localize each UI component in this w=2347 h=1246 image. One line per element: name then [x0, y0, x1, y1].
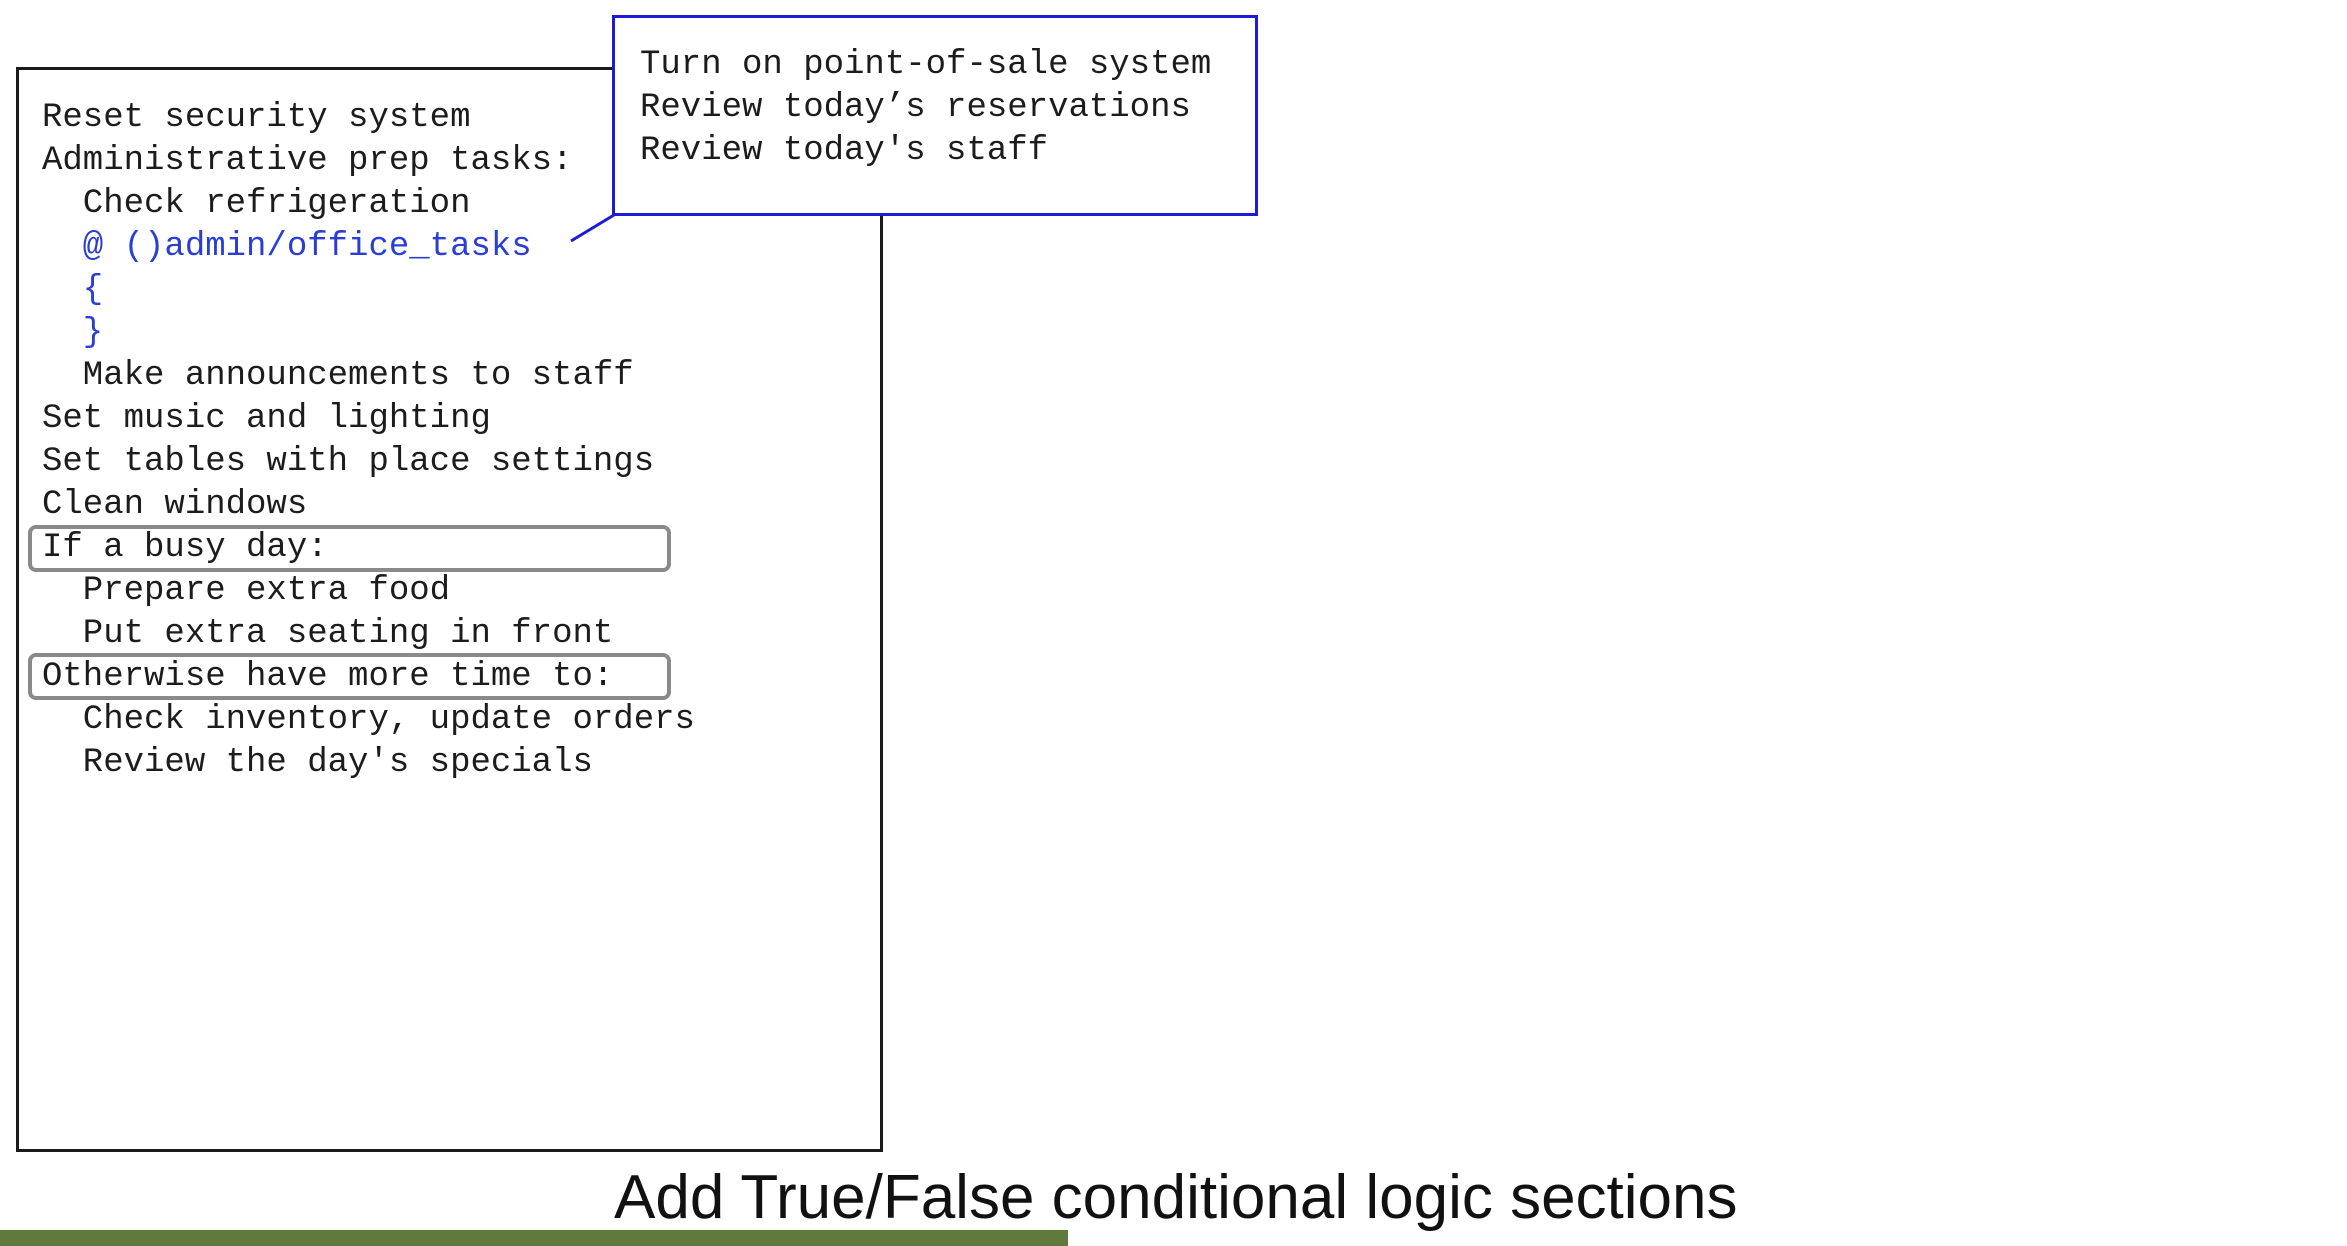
task-line-set-tables: Set tables with place settings [42, 443, 655, 481]
close-brace: } [42, 314, 104, 352]
task-line-prepare-food: Prepare extra food [42, 572, 451, 610]
callout-line-staff: Review today's staff [640, 132, 1049, 170]
slide-caption: Add True/False conditional logic section… [614, 1163, 1738, 1232]
task-line-extra-seating: Put extra seating in front [42, 615, 614, 653]
highlight-otherwise-condition [28, 653, 671, 700]
open-brace: { [42, 271, 104, 309]
task-line-check-refrigeration: Check refrigeration [42, 185, 471, 223]
task-line-announcements: Make announcements to staff [42, 357, 634, 395]
task-line-music-lighting: Set music and lighting [42, 400, 491, 438]
task-line-reset-security: Reset security system [42, 99, 471, 137]
include-callout-box [612, 15, 1258, 216]
task-line-review-specials: Review the day's specials [42, 744, 593, 782]
condition-otherwise: Otherwise have more time to: [42, 658, 614, 696]
task-line-check-inventory: Check inventory, update orders [42, 701, 695, 739]
callout-line-reservations: Review today’s reservations [640, 89, 1191, 127]
task-line-clean-windows: Clean windows [42, 486, 308, 524]
callout-line-pos-system: Turn on point-of-sale system [640, 46, 1212, 84]
highlight-if-condition [28, 525, 671, 572]
condition-if-busy-day: If a busy day: [42, 529, 328, 567]
task-list-panel [16, 67, 883, 1152]
bottom-accent-bar [0, 1230, 1068, 1246]
task-line-admin-prep: Administrative prep tasks: [42, 142, 573, 180]
include-reference-link[interactable]: @ ()admin/office_tasks [42, 228, 532, 266]
